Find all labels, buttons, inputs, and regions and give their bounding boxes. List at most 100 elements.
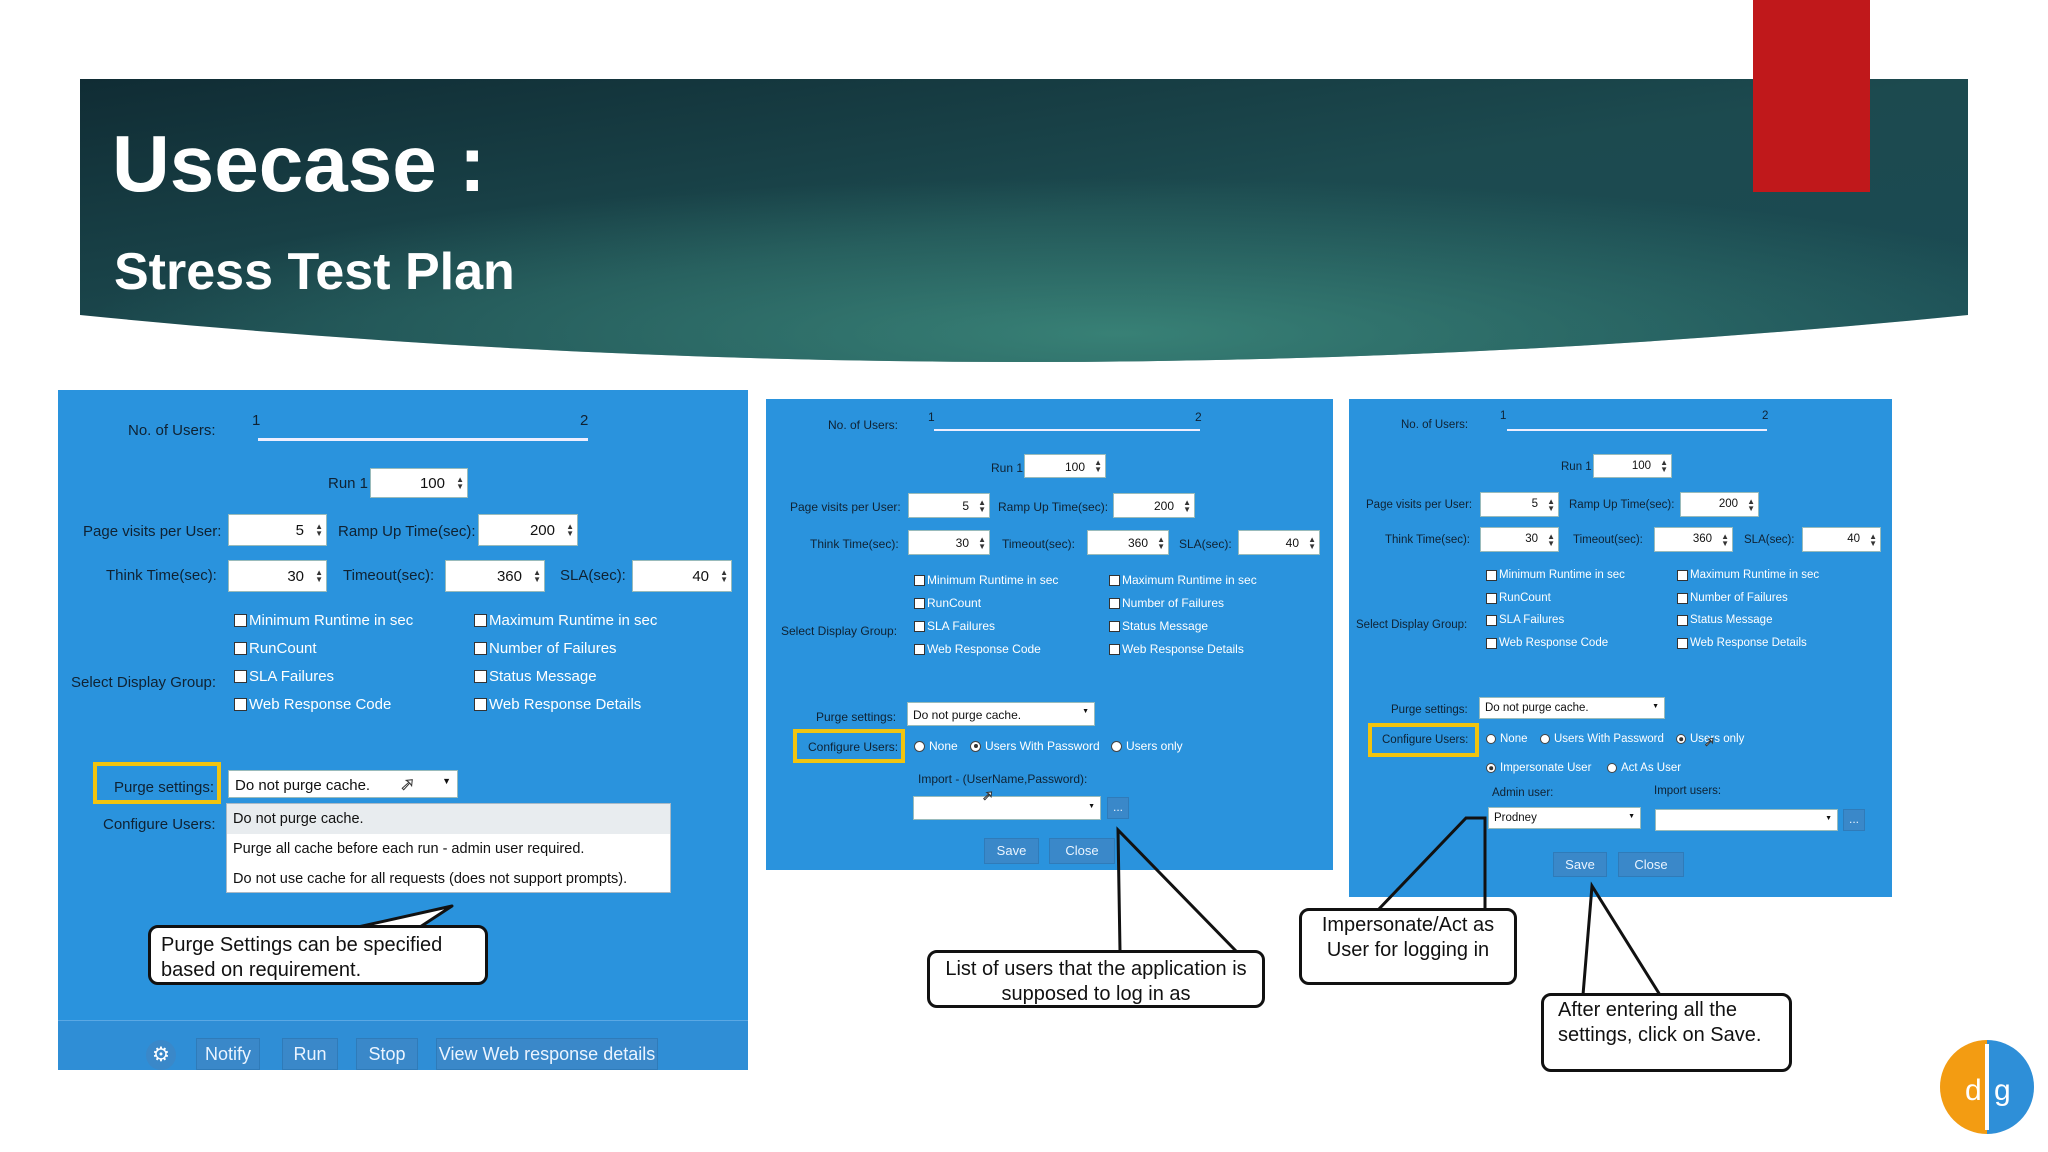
checkbox-sla-failures[interactable]: SLA Failures bbox=[1486, 614, 1564, 626]
save-button[interactable]: Save bbox=[1553, 852, 1607, 877]
checkbox-number-failures[interactable]: Number of Failures bbox=[1109, 596, 1224, 610]
import-users-select[interactable]: ▼ bbox=[913, 796, 1101, 820]
spin-arrows-icon[interactable]: ▲▼ bbox=[315, 568, 323, 584]
timeout-input[interactable]: 360▲▼ bbox=[445, 560, 545, 592]
spin-arrows-icon[interactable]: ▲▼ bbox=[315, 522, 323, 538]
sla-input[interactable]: 40▲▼ bbox=[632, 560, 732, 592]
page-visits-input[interactable]: 5▲▼ bbox=[228, 514, 327, 546]
checkbox-number-failures[interactable]: Number of Failures bbox=[474, 640, 617, 657]
import-users-select[interactable]: ▼ bbox=[1655, 809, 1838, 831]
radio-none[interactable]: None bbox=[914, 739, 958, 753]
checkbox-runcount[interactable]: RunCount bbox=[914, 596, 981, 610]
page-visits-input[interactable]: 5▲▼ bbox=[1480, 492, 1559, 517]
users-slider[interactable] bbox=[1507, 429, 1767, 431]
checkbox-min-runtime[interactable]: Minimum Runtime in sec bbox=[234, 612, 413, 629]
sla-input[interactable]: 40 ▲▼ bbox=[1802, 527, 1881, 552]
spin-arrows-icon[interactable]: ▲▼ bbox=[566, 522, 574, 538]
ramp-up-input[interactable]: 200▲▼ bbox=[1113, 493, 1195, 518]
purge-settings-select[interactable]: Do not purge cache.▼ bbox=[1479, 697, 1665, 719]
spin-arrows-icon[interactable]: ▲▼ bbox=[1157, 534, 1165, 551]
run-button[interactable]: Run bbox=[282, 1038, 338, 1070]
view-web-response-button[interactable]: View Web response details bbox=[436, 1038, 658, 1070]
purge-option-2[interactable]: Purge all cache before each run - admin … bbox=[233, 841, 585, 857]
run-input[interactable]: 100▲▼ bbox=[370, 468, 468, 498]
sla-value: 40 bbox=[1847, 533, 1860, 545]
radio-impersonate-user[interactable]: Impersonate User bbox=[1486, 762, 1591, 774]
spin-arrows-icon[interactable]: ▲▼ bbox=[1547, 496, 1555, 513]
checkbox-min-runtime[interactable]: Minimum Runtime in sec bbox=[914, 573, 1058, 587]
checkbox-runcount[interactable]: RunCount bbox=[234, 640, 317, 657]
slider-min-label: 1 bbox=[252, 412, 261, 429]
think-time-label: Think Time(sec): bbox=[810, 537, 899, 551]
ramp-up-input[interactable]: 200▲▼ bbox=[1680, 492, 1759, 517]
gear-icon[interactable]: ⚙ bbox=[146, 1040, 176, 1070]
checkbox-sla-failures[interactable]: SLA Failures bbox=[234, 668, 334, 685]
purge-option-1[interactable]: Do not purge cache. bbox=[227, 804, 670, 834]
slide-subtitle: Stress Test Plan bbox=[114, 243, 515, 301]
purge-settings-select[interactable]: Do not purge cache.▼ bbox=[228, 770, 458, 798]
spin-arrows-icon[interactable]: ▲▼ bbox=[533, 568, 541, 584]
radio-act-as-user[interactable]: Act As User bbox=[1607, 762, 1681, 774]
browse-button[interactable]: ... bbox=[1107, 797, 1129, 819]
page-visits-input[interactable]: 5▲▼ bbox=[908, 493, 990, 518]
admin-user-value: Prodney bbox=[1494, 812, 1537, 824]
checkbox-sla-failures[interactable]: SLA Failures bbox=[914, 619, 995, 633]
spin-arrows-icon[interactable]: ▲▼ bbox=[456, 475, 464, 491]
checkbox-web-response-details[interactable]: Web Response Details bbox=[474, 696, 641, 713]
close-button[interactable]: Close bbox=[1049, 838, 1115, 864]
timeout-value: 360 bbox=[1692, 533, 1712, 545]
stop-button[interactable]: Stop bbox=[356, 1038, 418, 1070]
checkbox-status-message[interactable]: Status Message bbox=[474, 668, 597, 685]
radio-users-only[interactable]: Users only bbox=[1676, 733, 1744, 745]
checkbox-runcount[interactable]: RunCount bbox=[1486, 592, 1551, 604]
purge-settings-select[interactable]: Do not purge cache.▼ bbox=[907, 702, 1095, 726]
admin-user-select[interactable]: Prodney▼ bbox=[1488, 807, 1641, 829]
checkbox-web-response-code[interactable]: Web Response Code bbox=[914, 642, 1041, 656]
banner-background bbox=[80, 79, 1968, 362]
spin-arrows-icon[interactable]: ▲▼ bbox=[1721, 531, 1729, 548]
checkbox-web-response-code[interactable]: Web Response Code bbox=[1486, 637, 1608, 649]
timeout-input[interactable]: 360 ▲▼ bbox=[1654, 527, 1733, 552]
checkbox-web-response-details[interactable]: Web Response Details bbox=[1109, 642, 1244, 656]
ramp-up-input[interactable]: 200▲▼ bbox=[478, 514, 578, 546]
checkbox-max-runtime[interactable]: Maximum Runtime in sec bbox=[1109, 573, 1257, 587]
radio-users-with-password[interactable]: Users With Password bbox=[1540, 733, 1664, 745]
spin-arrows-icon[interactable]: ▲▼ bbox=[720, 568, 728, 584]
spin-arrows-icon[interactable]: ▲▼ bbox=[1547, 531, 1555, 548]
notify-button[interactable]: Notify bbox=[196, 1038, 260, 1070]
checkbox-number-failures[interactable]: Number of Failures bbox=[1677, 592, 1788, 604]
checkbox-status-message[interactable]: Status Message bbox=[1109, 619, 1208, 633]
spin-arrows-icon[interactable]: ▲▼ bbox=[1747, 496, 1755, 513]
spin-arrows-icon[interactable]: ▲▼ bbox=[1183, 497, 1191, 514]
spin-arrows-icon[interactable]: ▲▼ bbox=[1660, 458, 1668, 474]
timeout-input[interactable]: 360▲▼ bbox=[1087, 530, 1169, 555]
purge-options-dropdown[interactable]: Do not purge cache. Purge all cache befo… bbox=[226, 803, 671, 893]
radio-users-only[interactable]: Users only bbox=[1111, 739, 1183, 753]
users-slider[interactable] bbox=[258, 438, 588, 441]
checkbox-max-runtime[interactable]: Maximum Runtime in sec bbox=[474, 612, 657, 629]
run-input[interactable]: 100 ▲▼ bbox=[1593, 454, 1672, 478]
think-time-input[interactable]: 30▲▼ bbox=[1480, 527, 1559, 552]
run-value: 100 bbox=[1631, 460, 1651, 472]
radio-users-with-password[interactable]: Users With Password bbox=[970, 739, 1100, 753]
checkbox-status-message[interactable]: Status Message bbox=[1677, 614, 1772, 626]
run-input[interactable]: 100▲▼ bbox=[1024, 454, 1106, 478]
checkbox-web-response-details[interactable]: Web Response Details bbox=[1677, 637, 1807, 649]
spin-arrows-icon[interactable]: ▲▼ bbox=[1869, 531, 1877, 548]
spin-arrows-icon[interactable]: ▲▼ bbox=[1094, 458, 1102, 474]
checkbox-max-runtime[interactable]: Maximum Runtime in sec bbox=[1677, 569, 1819, 581]
think-time-input[interactable]: 30▲▼ bbox=[228, 560, 327, 592]
spin-arrows-icon[interactable]: ▲▼ bbox=[1308, 534, 1316, 551]
checkbox-min-runtime[interactable]: Minimum Runtime in sec bbox=[1486, 569, 1625, 581]
checkbox-web-response-code[interactable]: Web Response Code bbox=[234, 696, 391, 713]
sla-input[interactable]: 40▲▼ bbox=[1238, 530, 1320, 555]
browse-button[interactable]: ... bbox=[1843, 809, 1865, 831]
radio-none[interactable]: None bbox=[1486, 733, 1528, 745]
purge-option-3[interactable]: Do not use cache for all requests (does … bbox=[233, 871, 628, 887]
close-button[interactable]: Close bbox=[1618, 852, 1684, 877]
think-time-input[interactable]: 30▲▼ bbox=[908, 530, 990, 555]
spin-arrows-icon[interactable]: ▲▼ bbox=[978, 534, 986, 551]
spin-arrows-icon[interactable]: ▲▼ bbox=[978, 497, 986, 514]
save-button[interactable]: Save bbox=[984, 838, 1039, 864]
users-slider[interactable] bbox=[934, 429, 1200, 431]
